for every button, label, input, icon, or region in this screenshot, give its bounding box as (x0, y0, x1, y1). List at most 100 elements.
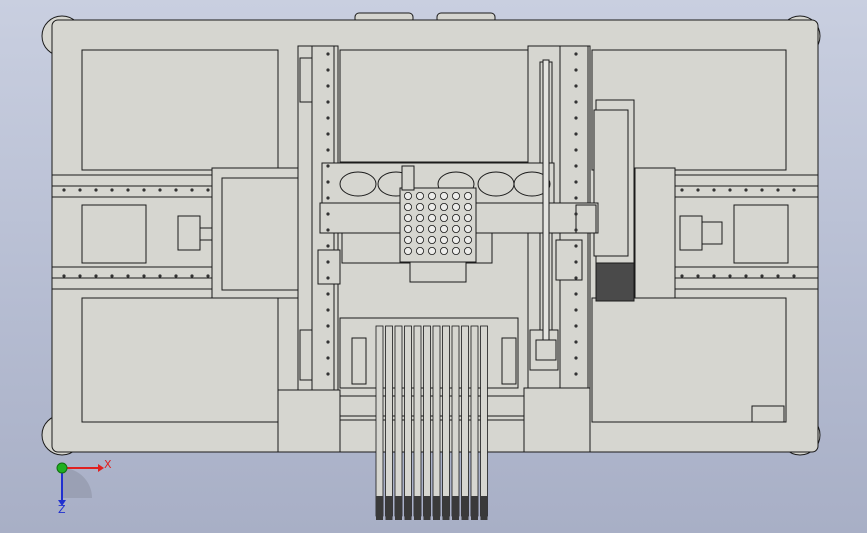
nozzle-hole (463, 224, 472, 233)
feeder-strip-tip (461, 496, 469, 520)
bolt (326, 244, 330, 248)
nozzle-hole (451, 246, 460, 255)
nozzle-hole (427, 246, 436, 255)
bolt (326, 340, 330, 344)
bolt (574, 260, 578, 264)
bolt (680, 188, 684, 192)
feeder-bank (339, 317, 525, 453)
feeder-strip (432, 325, 441, 517)
bolt (190, 274, 194, 278)
bolt (728, 274, 732, 278)
feeder-strip-tip (423, 496, 431, 520)
feeder-strip-tip (395, 496, 402, 520)
bolt (680, 274, 684, 278)
bolt (142, 274, 146, 278)
bolt (728, 188, 732, 192)
nozzle-hole (415, 235, 424, 244)
nozzle-hole (415, 224, 424, 233)
nozzle-hole (427, 235, 436, 244)
bolt (574, 372, 578, 376)
feeder-strip (404, 325, 412, 517)
nozzle-hole (451, 213, 460, 222)
nozzle-hole (439, 191, 448, 200)
feeder-strips (375, 325, 488, 520)
nozzle-hole (439, 224, 448, 233)
bolt (776, 274, 780, 278)
feeder-strip-tip (433, 496, 440, 520)
x-rails (51, 174, 819, 290)
bolt (94, 274, 98, 278)
nozzle-hole (439, 246, 448, 255)
feeder-strip-tip (385, 496, 393, 520)
bolt (574, 212, 578, 216)
bolt (206, 188, 210, 192)
feeder-strip-tip (480, 496, 488, 520)
nozzle-hole (451, 235, 460, 244)
bolt (574, 244, 578, 248)
bolt (326, 308, 330, 312)
nozzle-hole (439, 202, 448, 211)
feeder-strip-tip (376, 496, 383, 520)
feeder-strip (375, 325, 384, 517)
bolt (574, 292, 578, 296)
nozzle-hole (415, 246, 424, 255)
feeder-strip (385, 325, 393, 517)
nozzle-hole (415, 191, 424, 200)
bolt (326, 212, 330, 216)
bolt (326, 372, 330, 376)
nozzle-hole (403, 213, 412, 222)
feeder-strip (480, 325, 488, 517)
bolt (326, 116, 330, 120)
bolt (326, 132, 330, 136)
nozzle-grid (403, 191, 472, 255)
nozzle-hole (427, 202, 436, 211)
bolt (574, 356, 578, 360)
nozzle-hole (439, 213, 448, 222)
feeder-strip (394, 325, 403, 517)
rear-cover (751, 405, 785, 423)
bolt (326, 68, 330, 72)
bolt (94, 188, 98, 192)
bolt (326, 292, 330, 296)
nozzle-hole (463, 213, 472, 222)
bolt (126, 274, 130, 278)
bolt (110, 188, 114, 192)
bolt (110, 274, 114, 278)
y-axis-origin (56, 462, 68, 474)
bolt (712, 188, 716, 192)
beam-slot (513, 171, 551, 197)
beam-slot (339, 171, 377, 197)
feeder-strip (413, 325, 422, 517)
bolt (326, 260, 330, 264)
bolt (574, 180, 578, 184)
bolt (574, 308, 578, 312)
rail-carriages (211, 99, 676, 302)
bolt (78, 188, 82, 192)
feeder-strip-tip (404, 496, 412, 520)
left-y-gantry (297, 45, 341, 391)
bolt (62, 188, 66, 192)
nozzle-hole (403, 224, 412, 233)
bolt (142, 188, 146, 192)
bolt (574, 84, 578, 88)
feeder-strip-tip (414, 496, 421, 520)
bolt (326, 148, 330, 152)
bolt (326, 100, 330, 104)
bolt (158, 188, 162, 192)
nozzle-hole (415, 213, 424, 222)
nozzle-hole (451, 202, 460, 211)
bolt (574, 116, 578, 120)
bolt (326, 52, 330, 56)
feeder-strip (461, 325, 469, 517)
bolt (574, 148, 578, 152)
bolt (574, 52, 578, 56)
nozzle-hole (463, 235, 472, 244)
bolt (326, 228, 330, 232)
bolt (744, 188, 748, 192)
bolt (326, 196, 330, 200)
bolt (760, 188, 764, 192)
bolt (574, 132, 578, 136)
bolt (326, 180, 330, 184)
bolt (174, 188, 178, 192)
